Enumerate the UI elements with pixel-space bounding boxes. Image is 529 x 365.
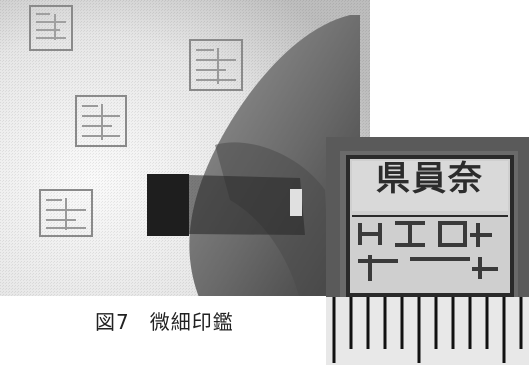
stamp-impression	[29, 5, 73, 51]
stamp-name-text: 県員奈	[376, 159, 484, 199]
figure-title: 微細印鑑	[149, 310, 234, 334]
stamp-seal-icon	[340, 151, 518, 301]
miniature-stamp	[147, 174, 189, 236]
figure-label: 図7	[95, 310, 130, 334]
stamp-highlight	[290, 189, 302, 216]
ruler-icon	[326, 297, 529, 365]
caption-background	[0, 296, 326, 365]
figure-caption: 図7 微細印鑑	[95, 306, 234, 335]
stamp-impression	[39, 189, 93, 237]
stamp-impression	[75, 95, 127, 147]
closeup-inset: 県員奈	[326, 137, 529, 365]
seal-glyphs	[358, 221, 498, 281]
stamp-body-shadow	[189, 175, 305, 235]
stamp-impression	[189, 39, 243, 91]
